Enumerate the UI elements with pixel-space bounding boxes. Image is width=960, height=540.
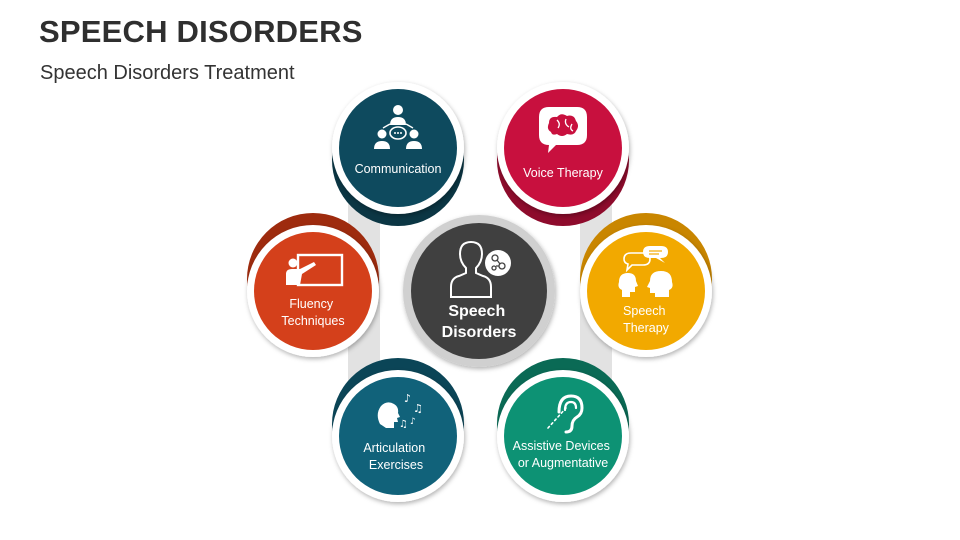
node-fluency-techniques: Fluency Techniques — [247, 213, 379, 357]
singing-person-icon: ♪ ♫ ♫ ♪ — [377, 392, 423, 430]
svg-text:♫: ♫ — [399, 419, 408, 430]
brain-speech-icon — [539, 107, 587, 153]
node-voice-therapy-label: Voice Therapy — [523, 166, 603, 180]
node-voice-therapy: Voice Therapy — [497, 82, 629, 226]
node-fluency-techniques-circle — [254, 232, 372, 350]
group-chat-icon — [374, 105, 422, 149]
node-articulation-exercises-circle — [339, 377, 457, 495]
svg-text:♪: ♪ — [404, 392, 411, 405]
node-communication: Communication — [332, 82, 464, 226]
hearing-aid-icon — [547, 394, 584, 434]
node-articulation-exercises-label: Articulation Exercises — [363, 441, 428, 472]
presentation-icon — [286, 253, 344, 287]
node-assistive-devices-circle — [504, 377, 622, 495]
node-speech-therapy: Speech Therapy — [580, 213, 712, 357]
talking-heads-icon — [618, 246, 673, 297]
node-assistive-devices-label: Assistive Devices or Augmentative — [513, 439, 614, 470]
svg-text:♫: ♫ — [413, 402, 423, 415]
node-communication-circle — [339, 89, 457, 207]
node-articulation-exercises: ♪ ♫ ♫ ♪ Articulation Exercises — [332, 358, 464, 502]
node-voice-therapy-circle — [504, 89, 622, 207]
node-speech-therapy-circle — [587, 232, 705, 350]
center-label: Speech Disorders — [442, 303, 517, 341]
svg-text:♪: ♪ — [410, 417, 416, 427]
page-title: SPEECH DISORDERS — [39, 14, 363, 49]
page-subtitle: Speech Disorders Treatment — [40, 62, 295, 84]
node-communication-label: Communication — [355, 162, 442, 176]
node-fluency-techniques-label: Fluency Techniques — [281, 297, 344, 328]
person-speech-icon — [450, 240, 511, 298]
node-speech-therapy-label: Speech Therapy — [623, 304, 670, 335]
node-assistive-devices: Assistive Devices or Augmentative — [497, 358, 629, 502]
center-circle — [411, 223, 547, 359]
center-node: Speech Disorders — [403, 215, 555, 367]
